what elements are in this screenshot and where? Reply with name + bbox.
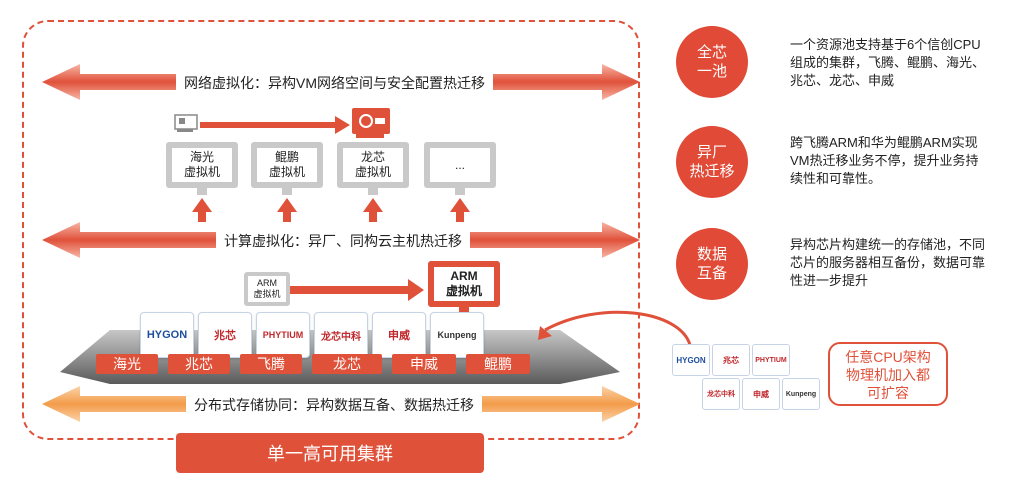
vm-monitor: ... xyxy=(424,142,496,188)
feature-title-line2: 一池 xyxy=(696,63,727,80)
logo-loongson: 龙芯中科 xyxy=(314,312,368,358)
mini-logo-sunway: 申威 xyxy=(742,378,780,410)
storage-band-label: 分布式存储协同：异构数据互备、数据热迁移 xyxy=(186,395,482,415)
arm-vm-target: ARM 虚拟机 xyxy=(428,261,500,307)
network-band-label: 网络虚拟化：异构VM网络空间与安全配置热迁移 xyxy=(176,73,493,93)
mini-logo-hygon: HYGON xyxy=(672,344,710,376)
mini-logo-loongson: 龙芯中科 xyxy=(702,378,740,410)
logo-hygon: HYGON xyxy=(140,312,194,358)
feature-title-line1: 异厂 xyxy=(696,144,727,161)
arm-vm-target-line1: ARM xyxy=(450,269,478,283)
feature-circle-data-backup: 数据 互备 xyxy=(676,228,748,300)
vm-monitor: 龙芯 虚拟机 xyxy=(337,142,409,188)
mini-logo-phytium: PHYTIUM xyxy=(752,344,790,376)
chip-label-hygon: 海光 xyxy=(96,354,158,374)
feature-circle-live-migration: 异厂 热迁移 xyxy=(676,126,748,198)
chip-label-zhaoxin: 兆芯 xyxy=(168,354,230,374)
mini-logo-zhaoxin: 兆芯 xyxy=(712,344,750,376)
nic-card-red-icon xyxy=(352,108,390,138)
nic-card-small-icon xyxy=(174,114,198,132)
chip-label-sunway: 申威 xyxy=(392,354,456,374)
logo-zhaoxin: 兆芯 xyxy=(198,312,252,358)
feature-desc-all-chip: 一个资源池支持基于6个信创CPU组成的集群，飞腾、鲲鹏、海光、兆芯、龙芯、申威 xyxy=(790,37,986,88)
feature-title-line1: 全芯 xyxy=(696,44,727,61)
vm-stand xyxy=(282,188,292,195)
chip-label-phytium: 飞腾 xyxy=(240,354,302,374)
nic-migration-arrow xyxy=(200,116,350,134)
mini-logo-kunpeng: Kunpeng xyxy=(782,378,820,410)
feature-title-line1: 数据 xyxy=(696,246,727,263)
arm-vm-small-line2: 虚拟机 xyxy=(253,289,281,299)
logo-phytium: PHYTIUM xyxy=(256,312,310,358)
any-cpu-expansion-label: 任意CPU架构物理机加入都可扩容 xyxy=(828,342,948,406)
arm-vm-target-line2: 虚拟机 xyxy=(445,284,482,298)
vm-label-line1: 龙芯 xyxy=(360,150,385,164)
logo-kunpeng: Kunpeng xyxy=(430,312,484,358)
chip-label-loongson: 龙芯 xyxy=(312,354,382,374)
cluster-label: 单一高可用集群 xyxy=(176,433,484,473)
vm-label-line2: 虚拟机 xyxy=(183,165,220,179)
vm-stand xyxy=(455,188,465,195)
arm-migration-arrow xyxy=(290,279,424,301)
chip-label-kunpeng: 鲲鹏 xyxy=(466,354,530,374)
vm-stand xyxy=(368,188,378,195)
arm-vm-small-line1: ARM xyxy=(257,278,277,288)
arm-vm-target-stand xyxy=(459,307,469,314)
feature-desc-data-backup: 异构芯片构建统一的存储池，不同芯片的服务器相互备份，数据可靠性进一步提升 xyxy=(790,237,986,288)
feature-title-line2: 热迁移 xyxy=(689,163,735,180)
vm-label-line1: ... xyxy=(454,157,465,172)
vm-stand xyxy=(197,188,207,195)
vm-monitor: 海光 虚拟机 xyxy=(166,142,238,188)
feature-title-line2: 互备 xyxy=(696,265,727,282)
vm-monitor: 鲲鹏 虚拟机 xyxy=(251,142,323,188)
feature-desc-live-migration: 跨飞腾ARM和华为鲲鹏ARM实现VM热迁移业务不停，提升业务持续性和可靠性。 xyxy=(790,135,979,186)
compute-band-label: 计算虚拟化：异厂、同构云主机热迁移 xyxy=(216,231,470,251)
arm-vm-small: ARM 虚拟机 xyxy=(244,272,290,306)
vm-label-line2: 虚拟机 xyxy=(354,165,391,179)
vm-label-line2: 虚拟机 xyxy=(268,165,305,179)
vm-label-line1: 海光 xyxy=(189,150,214,164)
expansion-curved-arrow xyxy=(544,310,692,346)
logo-sunway: 申威 xyxy=(372,312,426,358)
vm-label-line1: 鲲鹏 xyxy=(274,150,299,164)
vm-up-arrows xyxy=(192,198,470,222)
feature-circle-all-chip: 全芯 一池 xyxy=(676,26,748,98)
